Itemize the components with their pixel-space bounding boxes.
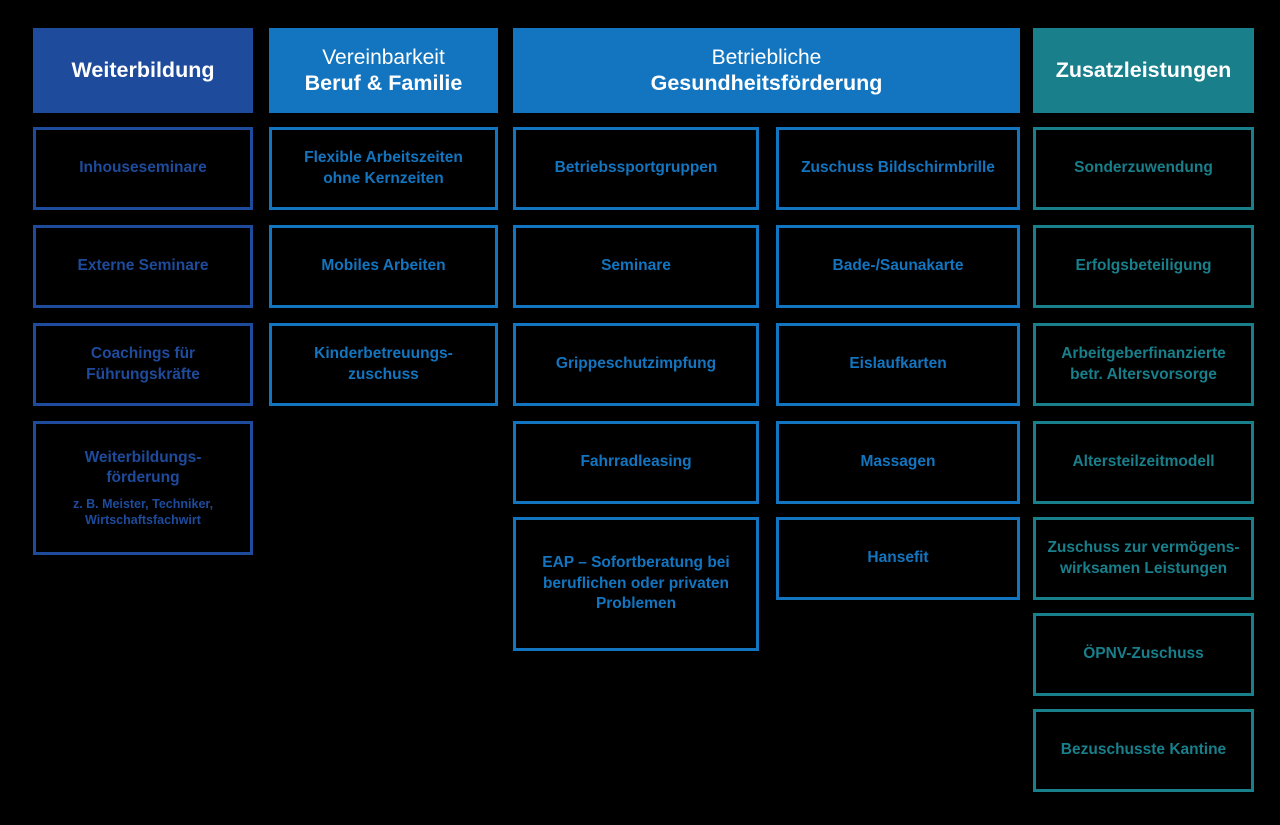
column-header-zusatzleistungen: Zusatzleistungen	[1033, 28, 1254, 113]
box-label: Erfolgsbeteiligung	[1075, 257, 1212, 275]
box-hansefit: Hansefit	[776, 517, 1020, 600]
box-label: Grippeschutzimpfung	[555, 355, 717, 373]
box-eap-sofortberatung: EAP – Sofortberatung bei beruflichen ode…	[513, 517, 759, 651]
column-header-vereinbarkeit-beruf-familie: Vereinbarkeit Beruf & Familie	[269, 28, 498, 113]
box-label: Weiterbildungs- förderung	[84, 448, 202, 487]
header-title: Beruf & Familie	[304, 71, 463, 96]
box-coachings-fuehrungskraefte: Coachings für Führungskräfte	[33, 323, 253, 406]
box-externe-seminare: Externe Seminare	[33, 225, 253, 308]
box-kinderbetreuungszuschuss: Kinderbetreuungs- zuschuss	[269, 323, 498, 406]
box-altersteilzeitmodell: Altersteilzeitmodell	[1033, 421, 1254, 504]
box-bezuschusste-kantine: Bezuschusste Kantine	[1033, 709, 1254, 792]
box-label: Altersteilzeitmodell	[1072, 453, 1215, 471]
box-label: Inhouseseminare	[79, 159, 207, 177]
box-note: z. B. Meister, Techniker, Wirtschaftsfac…	[72, 496, 214, 527]
box-label: Fahrradleasing	[580, 453, 692, 471]
column-header-weiterbildung: Weiterbildung	[33, 28, 253, 113]
box-label: Bade-/Saunakarte	[832, 257, 964, 275]
box-flexible-arbeitszeiten: Flexible Arbeitszeiten ohne Kernzeiten	[269, 127, 498, 210]
box-sonderzuwendung: Sonderzuwendung	[1033, 127, 1254, 210]
box-arbeitgeberfinanzierte-altersvorsorge: Arbeitgeberfinanzierte betr. Altersvorso…	[1033, 323, 1254, 406]
box-weiterbildungsfoerderung: Weiterbildungs- förderung z. B. Meister,…	[33, 421, 253, 555]
box-bade-saunakarte: Bade-/Saunakarte	[776, 225, 1020, 308]
box-betriebssportgruppen: Betriebssportgruppen	[513, 127, 759, 210]
header-subtitle: Vereinbarkeit	[322, 45, 445, 69]
box-mobiles-arbeiten: Mobiles Arbeiten	[269, 225, 498, 308]
box-eislaufkarten: Eislaufkarten	[776, 323, 1020, 406]
box-label: Bezuschusste Kantine	[1060, 741, 1227, 759]
box-label: Massagen	[860, 453, 936, 471]
header-title: Gesundheitsförderung	[650, 71, 883, 96]
header-title: Weiterbildung	[71, 58, 215, 83]
box-label: Zuschuss zur vermögens- wirksamen Leistu…	[1047, 539, 1240, 577]
box-label: Sonderzuwendung	[1074, 159, 1213, 177]
box-massagen: Massagen	[776, 421, 1020, 504]
box-label: Externe Seminare	[77, 257, 209, 275]
box-label: Arbeitgeberfinanzierte betr. Altersvorso…	[1061, 345, 1226, 383]
box-label: Hansefit	[867, 549, 929, 567]
box-seminare: Seminare	[513, 225, 759, 308]
box-erfolgsbeteiligung: Erfolgsbeteiligung	[1033, 225, 1254, 308]
box-label: Seminare	[601, 257, 671, 275]
column-header-betriebliche-gesundheitsfoerderung: Betriebliche Gesundheitsförderung	[513, 28, 1020, 113]
box-label: Mobiles Arbeiten	[321, 257, 446, 275]
box-label: Flexible Arbeitszeiten ohne Kernzeiten	[304, 149, 463, 187]
box-label: Coachings für Führungskräfte	[86, 345, 200, 383]
box-fahrradleasing: Fahrradleasing	[513, 421, 759, 504]
header-title: Zusatzleistungen	[1055, 58, 1232, 83]
box-label: EAP – Sofortberatung bei beruflichen ode…	[542, 554, 730, 613]
box-zuschuss-bildschirmbrille: Zuschuss Bildschirmbrille	[776, 127, 1020, 210]
box-label: Eislaufkarten	[849, 355, 947, 373]
box-inhouseseminare: Inhouseseminare	[33, 127, 253, 210]
box-label: Betriebssportgruppen	[554, 159, 718, 177]
box-grippeschutzimpfung: Grippeschutzimpfung	[513, 323, 759, 406]
box-label: ÖPNV-Zuschuss	[1083, 645, 1204, 663]
box-label: Zuschuss Bildschirmbrille	[801, 159, 995, 177]
box-label: Kinderbetreuungs- zuschuss	[314, 345, 453, 383]
header-subtitle: Betriebliche	[711, 45, 822, 69]
box-zuschuss-vermoegenswirksame-leistungen: Zuschuss zur vermögens- wirksamen Leistu…	[1033, 517, 1254, 600]
box-oepnv-zuschuss: ÖPNV-Zuschuss	[1033, 613, 1254, 696]
